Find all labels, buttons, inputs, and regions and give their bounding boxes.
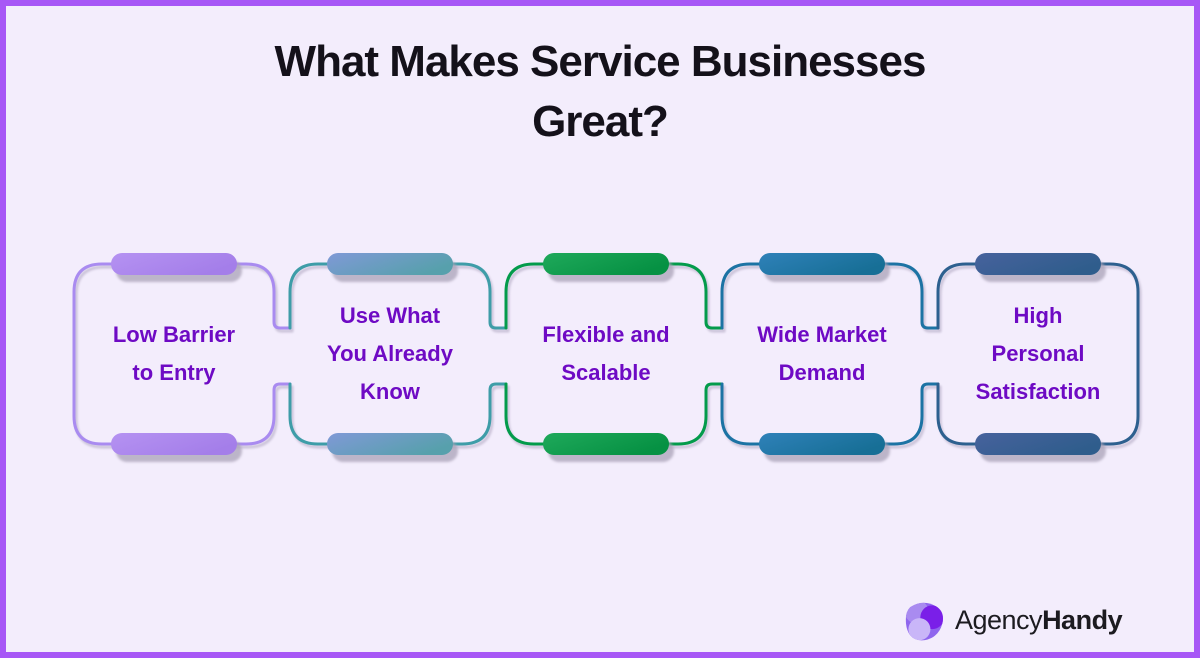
cards-chain-diagram	[72, 253, 1140, 462]
card-cap-bottom	[327, 433, 453, 455]
card-cap-bottom	[759, 433, 885, 455]
page-title: What Makes Service Businesses Great?	[274, 37, 927, 146]
card-cap-top	[327, 253, 453, 275]
card-border	[936, 262, 1140, 446]
card-border	[72, 262, 292, 446]
card-border	[504, 262, 724, 446]
brand-wordmark: AgencyHandy	[955, 604, 1123, 636]
card-cap-bottom	[543, 433, 669, 455]
card-border	[720, 262, 940, 446]
brand-name-bold: Handy	[1042, 604, 1123, 635]
card-cap-bottom	[111, 433, 237, 455]
brand-name-regular: Agency	[955, 604, 1043, 635]
card-cap-top	[543, 253, 669, 275]
card-cap-bottom	[975, 433, 1101, 455]
agencyhandy-logo-icon	[905, 602, 943, 641]
card-cap-top	[759, 253, 885, 275]
card-border	[288, 262, 508, 446]
brand-footer: AgencyHandy	[902, 598, 1123, 642]
card-cap-top	[111, 253, 237, 275]
card-cap-top	[975, 253, 1101, 275]
